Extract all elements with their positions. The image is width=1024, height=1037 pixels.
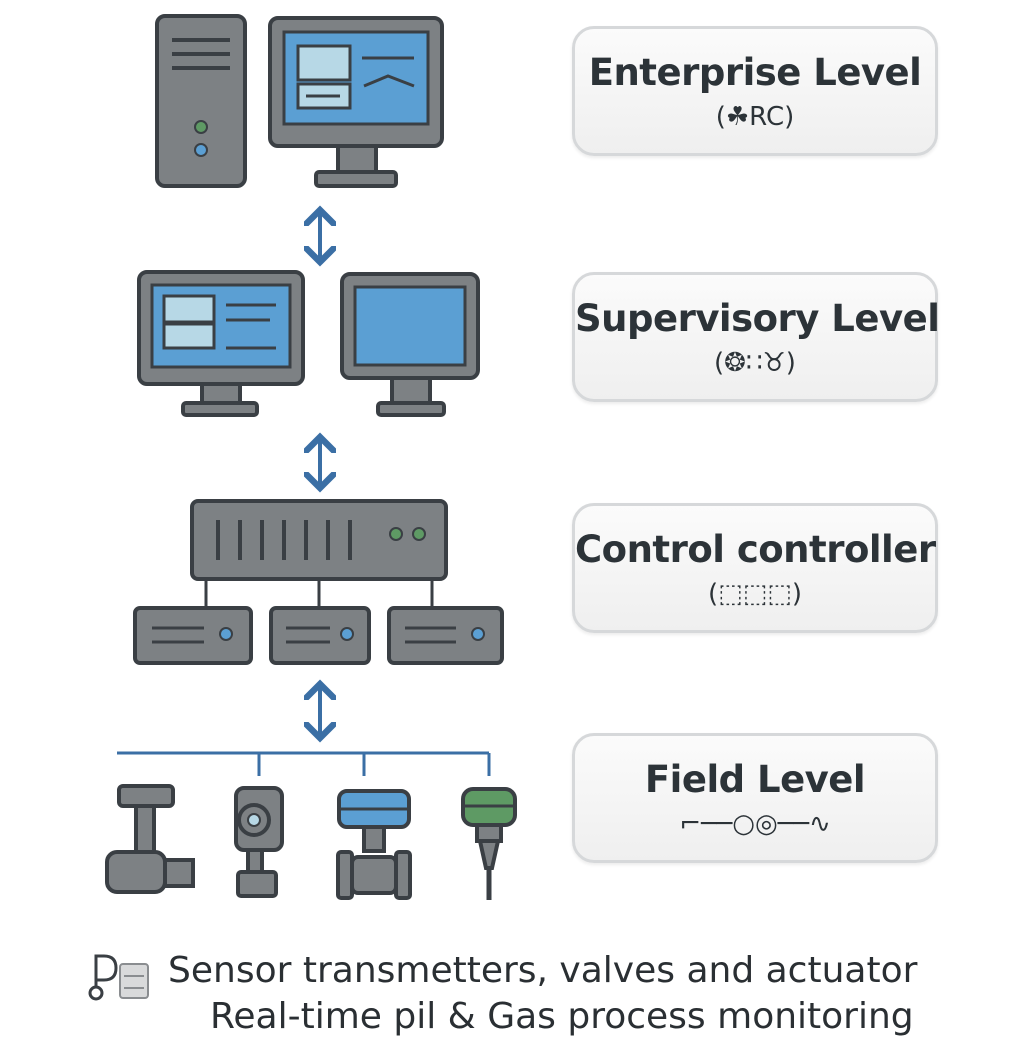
flow-meter-icon xyxy=(336,789,412,900)
level-sensor-icon xyxy=(461,787,517,900)
enterprise-level-title: Enterprise Level xyxy=(588,51,922,94)
plc-rack-icon xyxy=(190,499,448,581)
enterprise-monitor-icon xyxy=(268,16,444,188)
control-level-subtitle: (⬚⬚⬚) xyxy=(708,579,802,609)
gauge-tank-icon xyxy=(88,954,149,1001)
enterprise-computer-icon xyxy=(155,14,444,188)
enterprise-level-box: Enterprise Level (☘RC) xyxy=(572,26,938,156)
supervisory-level-subtitle: (❂∷♉) xyxy=(714,348,796,378)
field-level-subtitle: ⌐──○◎──∿ xyxy=(679,809,831,839)
field-level-box: Field Level ⌐──○◎──∿ xyxy=(572,733,938,863)
io-module-icon xyxy=(269,606,371,665)
field-devices-icon xyxy=(105,784,517,900)
io-module-icon xyxy=(133,606,253,665)
enterprise-level-subtitle: (☘RC) xyxy=(715,102,795,132)
control-level-box: Control controller (⬚⬚⬚) xyxy=(572,503,938,633)
control-controller-icon xyxy=(133,499,504,665)
field-level-title: Field Level xyxy=(644,758,866,801)
caption-line-2: Real-time pil & Gas process monitoring xyxy=(210,996,914,1037)
supervisory-monitors-icon xyxy=(137,270,480,417)
pressure-transmitter-icon xyxy=(234,786,284,898)
control-level-title: Control controller xyxy=(575,528,936,571)
caption-line-1: Sensor transmetters, valves and actuator xyxy=(168,950,918,991)
control-valve-icon xyxy=(105,784,195,894)
supervisory-level-title: Supervisory Level xyxy=(575,297,940,340)
hmi-monitor-icon xyxy=(137,270,305,417)
pc-tower-icon xyxy=(155,14,247,188)
display-monitor-icon xyxy=(340,272,480,417)
supervisory-level-box: Supervisory Level (❂∷♉) xyxy=(572,272,940,402)
io-module-icon xyxy=(387,606,504,665)
fieldbus-line xyxy=(117,751,491,776)
